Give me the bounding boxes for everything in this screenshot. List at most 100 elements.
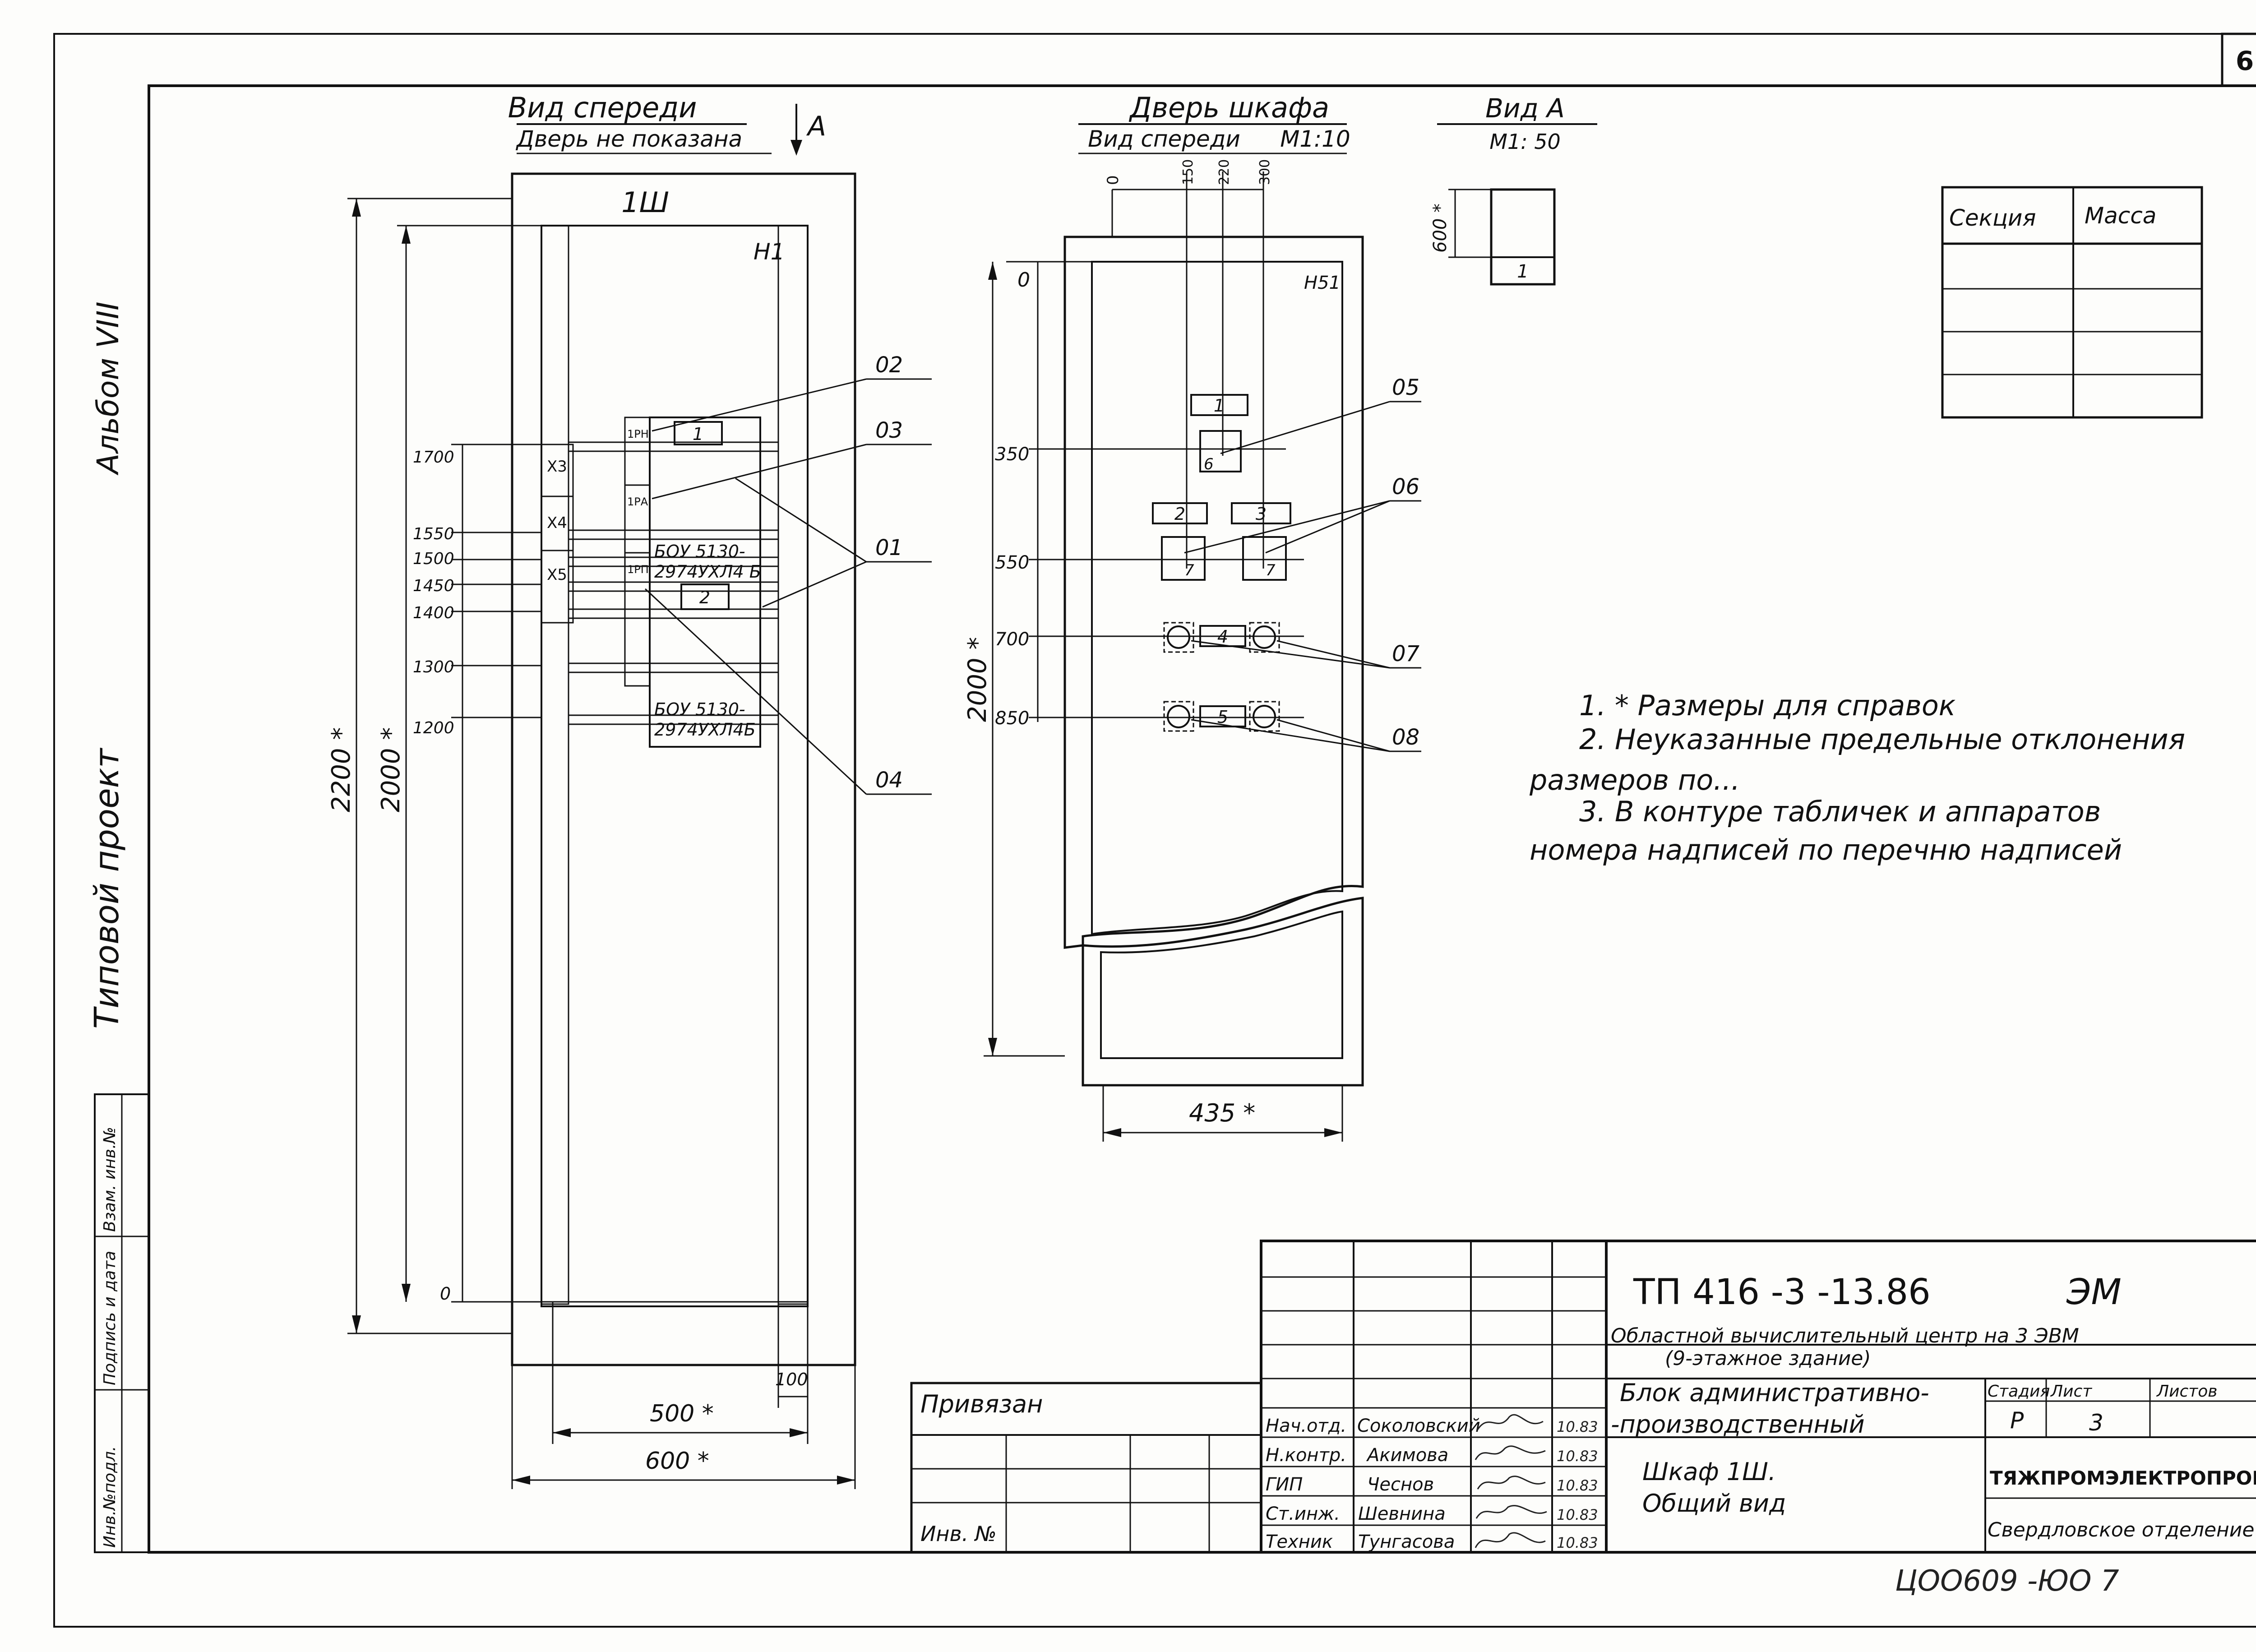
front-view-title: Вид спереди bbox=[508, 91, 697, 124]
signature-scribbles bbox=[1475, 1414, 1547, 1548]
cabinet-outline bbox=[511, 172, 856, 1366]
project-type-label: Типовой проект bbox=[88, 748, 126, 1029]
callout-05: 05 bbox=[1392, 375, 1419, 400]
stamp-inv-label: Инв.№подл. bbox=[101, 1446, 119, 1548]
dim-500: 500 * bbox=[650, 1400, 714, 1427]
sig-name-1: Соколовский bbox=[1357, 1416, 1480, 1436]
dim-2000-front: 2000 * bbox=[376, 727, 406, 812]
door-plate-5 bbox=[1199, 705, 1246, 727]
object-line-2: (9-этажное здание) bbox=[1665, 1347, 1871, 1370]
sig-date-5: 10.83 bbox=[1557, 1534, 1598, 1551]
dim-600: 600 * bbox=[645, 1448, 709, 1475]
sheet-value: 3 bbox=[2089, 1410, 2103, 1436]
door-dim-435: 435 * bbox=[1189, 1099, 1255, 1127]
height-0: 0 bbox=[440, 1284, 451, 1304]
callout-04: 04 bbox=[875, 768, 903, 793]
sig-name-5: Тунгасова bbox=[1358, 1532, 1455, 1552]
door-device-7b-label: 7 bbox=[1266, 561, 1276, 579]
door-left-dim-0: 0 bbox=[1017, 268, 1030, 292]
sig-role-5: Техник bbox=[1266, 1532, 1333, 1552]
door-top-dim-220: 220 bbox=[1216, 159, 1232, 185]
callout-08: 08 bbox=[1392, 725, 1419, 750]
view-a-section bbox=[1490, 188, 1556, 286]
door-lamp-1 bbox=[1167, 625, 1190, 649]
door-plate-1 bbox=[1190, 394, 1248, 416]
drawing-code: ТП 416 -3 -13.86 bbox=[1633, 1272, 1931, 1313]
door-left-dim-550: 550 bbox=[995, 552, 1029, 573]
sheet-number: 6 bbox=[2236, 46, 2254, 76]
note-1: 1. * Размеры для справок bbox=[1579, 689, 1956, 722]
mass-table-header-mass: Масса bbox=[2085, 203, 2156, 229]
terminal-x3: X3 bbox=[547, 458, 567, 476]
callout-03: 03 bbox=[875, 418, 903, 443]
stage-value: Р bbox=[2010, 1407, 2024, 1434]
note-2: 2. Неуказанные предельные отклонения bbox=[1579, 723, 2185, 756]
sig-role-1: Нач.отд. bbox=[1266, 1416, 1346, 1436]
device-1rp: 1РП bbox=[627, 563, 649, 576]
view-a-dim: 600 * bbox=[1430, 204, 1451, 253]
dim-100: 100 bbox=[775, 1370, 808, 1389]
relay-unit-1-line2: 2974УХЛ4 Б bbox=[654, 562, 761, 582]
bound-label: Привязан bbox=[920, 1390, 1043, 1418]
sig-date-1: 10.83 bbox=[1557, 1418, 1598, 1435]
view-a-section-label: 1 bbox=[1517, 261, 1528, 282]
door-left-dim-850: 850 bbox=[995, 708, 1029, 729]
door-dim-2000: 2000 * bbox=[963, 637, 992, 722]
door-plate-4-label: 4 bbox=[1217, 627, 1228, 647]
sig-date-4: 10.83 bbox=[1557, 1506, 1598, 1523]
terminal-x5: X5 bbox=[547, 566, 567, 584]
archive-number: ЦОО609 -ЮО 7 bbox=[1895, 1564, 2119, 1598]
door-view-subtitle: Вид спереди bbox=[1088, 126, 1240, 152]
door-lamp-2 bbox=[1253, 625, 1276, 649]
sheet-number-box bbox=[2221, 32, 2256, 87]
front-plate-2-label: 2 bbox=[699, 588, 710, 607]
device-1rn: 1РН bbox=[627, 428, 649, 440]
building-line-1: Блок административно- bbox=[1620, 1379, 1929, 1407]
height-1300: 1300 bbox=[413, 658, 454, 676]
h1-label: Н1 bbox=[754, 239, 785, 265]
view-a-title: Вид А bbox=[1485, 93, 1565, 124]
organization: ТЯЖПРОМЭЛЕКТРОПРОЕКТ bbox=[1990, 1467, 2256, 1489]
object-line-1: Областной вычислительный центр на 3 ЭВМ bbox=[1611, 1324, 2079, 1347]
height-1550: 1550 bbox=[413, 525, 454, 543]
sig-name-4: Шевнина bbox=[1358, 1504, 1446, 1524]
door-device-7b bbox=[1242, 536, 1287, 581]
door-left-dim-700: 700 bbox=[995, 629, 1029, 650]
door-panel-top bbox=[1063, 236, 1364, 949]
general-notes: 1. * Размеры для справок 2. Неуказанные … bbox=[1529, 689, 2185, 866]
front-plate-1-label: 1 bbox=[693, 424, 703, 444]
door-view-scale: М1:10 bbox=[1280, 126, 1350, 152]
front-plate-2 bbox=[680, 583, 730, 610]
height-1500: 1500 bbox=[413, 550, 454, 568]
relay-unit bbox=[649, 416, 761, 748]
door-top-dim-300: 300 bbox=[1257, 159, 1273, 185]
sig-date-3: 10.83 bbox=[1557, 1477, 1598, 1494]
door-plate-2-label: 2 bbox=[1174, 504, 1185, 524]
front-view-subtitle: Дверь не показана bbox=[516, 126, 742, 152]
mass-table: Секция Масса bbox=[1941, 186, 2203, 419]
door-left-dim-350: 350 bbox=[995, 444, 1029, 465]
door-plate-1-label: 1 bbox=[1214, 396, 1225, 416]
note-3: 3. В контуре табличек и аппаратов bbox=[1579, 795, 2101, 828]
height-1450: 1450 bbox=[413, 577, 454, 595]
sig-role-2: Н.контр. bbox=[1266, 1445, 1346, 1466]
callout-01: 01 bbox=[875, 535, 903, 560]
door-device-7a bbox=[1161, 536, 1206, 581]
sig-name-2: Акимова bbox=[1366, 1445, 1448, 1466]
inv-label: Инв. № bbox=[920, 1522, 997, 1546]
door-plate-2 bbox=[1152, 502, 1208, 524]
right-rail bbox=[777, 225, 809, 1305]
view-a: Вид А М1: 50 1 600 * bbox=[1430, 93, 1597, 286]
relay-unit-1-line1: БОУ 5130- bbox=[654, 541, 745, 561]
door-panel-bottom bbox=[1082, 897, 1364, 1087]
height-1700: 1700 bbox=[413, 448, 454, 467]
device-1ra: 1РА bbox=[627, 495, 648, 508]
sig-role-3: ГИП bbox=[1266, 1474, 1303, 1495]
stage-header: Стадия bbox=[1988, 1382, 2050, 1401]
drawing-name-1: Шкаф 1Ш. bbox=[1642, 1458, 1776, 1486]
front-plate-1 bbox=[674, 421, 723, 445]
cabinet-label: 1Ш bbox=[621, 186, 669, 219]
sheet-header: Лист bbox=[2050, 1382, 2092, 1401]
